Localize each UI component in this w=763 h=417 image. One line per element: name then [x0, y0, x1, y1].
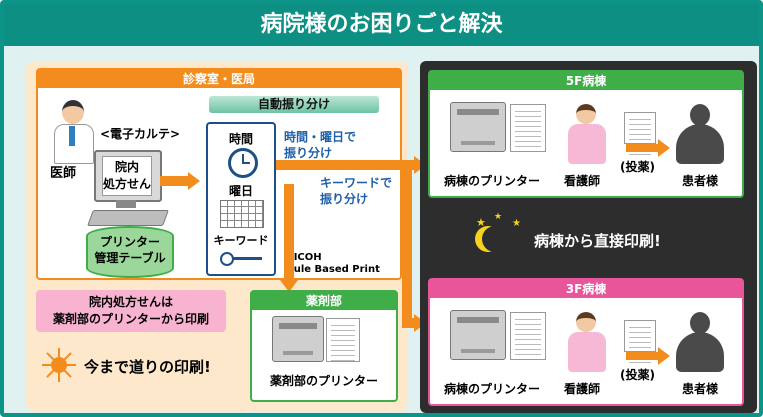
calendar-icon [220, 200, 264, 228]
ward-3f-document-icon [510, 312, 546, 360]
rule-keyword-label-2: 振り分け [320, 192, 369, 206]
ward-3f-patient-icon [676, 332, 724, 372]
rule-keyword-label-1: キーワードで [320, 176, 393, 190]
arrow-router-to-3f [402, 318, 416, 328]
ward-3f-printer-label: 病棟のプリンター [444, 382, 541, 396]
ward-5f-patient-icon [676, 124, 724, 164]
printer-table-database: プリンター 管理テーブル [86, 226, 174, 278]
db-label-1: プリンター [99, 235, 160, 249]
ward-5f-medicine-icon [624, 112, 656, 144]
doctor-figure [52, 100, 94, 164]
clock-icon [228, 148, 258, 178]
auto-routing-header: 自動振り分け [209, 96, 379, 113]
ward-5f-nurse-label: 看護師 [564, 174, 601, 188]
pharmacy-printer-icon [272, 316, 324, 362]
ward-3f-nurse-head [576, 312, 596, 332]
arrow-pc-to-router [160, 176, 190, 186]
ward-5f-box: 5F病棟 病棟のプリンター 看護師 (投薬) 患者様 [428, 70, 744, 198]
ward-5f-patient-head [690, 104, 710, 126]
direct-print-text: 病棟から直接印刷! [534, 232, 661, 250]
prescription-note: 院内処方せんは 薬剤部のプリンターから印刷 [36, 290, 226, 332]
doctor-label: 医師 [50, 166, 77, 181]
rule-time-label-1: 時間・曜日で [284, 130, 357, 144]
pc-stand [116, 200, 136, 208]
product-name-2: Rule Based Print [286, 264, 380, 275]
ward-3f-arrow-head [658, 347, 670, 365]
ward-5f-nurse-head [576, 104, 596, 124]
ward-5f-action-label: (投薬) [620, 160, 655, 174]
ward-5f-arrow-head [658, 139, 670, 157]
ward-3f-action-label: (投薬) [620, 368, 655, 382]
time-label: 時間 [228, 132, 253, 146]
ward-3f-patient-head [690, 312, 710, 334]
pharmacy-header: 薬剤部 [252, 292, 396, 310]
moon-stars-icon: ★ ★ ★ [474, 212, 524, 256]
ward-3f-box: 3F病棟 病棟のプリンター 看護師 (投薬) 患者様 [428, 278, 744, 406]
sun-icon [42, 348, 76, 382]
ward-3f-nurse-icon [568, 332, 606, 372]
prescription-document: 院内 処方せん [102, 156, 152, 196]
ward-3f-header: 3F病棟 [430, 280, 742, 298]
ward-5f-printer-label: 病棟のプリンター [444, 174, 541, 188]
pharmacy-printer-label: 薬剤部のプリンター [269, 374, 378, 388]
db-label-2: 管理テーブル [94, 251, 166, 265]
ward-3f-patient-label: 患者様 [682, 382, 719, 396]
keyword-label: キーワード [213, 234, 269, 247]
prescription-label-2: 処方せん [103, 177, 152, 191]
ward-3f-medicine-icon [624, 320, 656, 352]
ehr-label: <電子カルテ> [100, 127, 181, 141]
note-line-2: 薬剤部のプリンターから印刷 [52, 312, 209, 326]
day-label: 曜日 [228, 184, 253, 198]
ward-5f-header: 5F病棟 [430, 72, 742, 90]
ward-5f-nurse-icon [568, 124, 606, 164]
ward-5f-document-icon [510, 104, 546, 152]
keyboard [87, 210, 169, 226]
rule-time-label-2: 振り分け [284, 146, 333, 160]
prescription-label-1: 院内 [114, 160, 139, 174]
product-name-1: RICOH [286, 252, 322, 263]
arrow-router-to-5f [276, 160, 416, 170]
slogan-text: 今まで道りの印刷! [84, 358, 211, 376]
ward-5f-printer-icon [450, 102, 506, 152]
arrow-router-to-pharmacy [284, 184, 294, 282]
ward-5f-arrow [626, 144, 660, 152]
pharmacy-box: 薬剤部 薬剤部のプリンター [250, 290, 398, 402]
page-title: 病院様のお困りごと解決 [4, 4, 759, 46]
ward-3f-nurse-label: 看護師 [564, 382, 601, 396]
ward-5f-patient-label: 患者様 [682, 174, 719, 188]
ward-3f-printer-icon [450, 310, 506, 360]
arrow-router-to-pharmacy-head [280, 280, 298, 292]
arrow-router-to-3f-vertical [402, 160, 412, 328]
note-line-1: 院内処方せんは [88, 295, 173, 309]
consult-room-header: 診察室・医局 [38, 70, 400, 88]
pharmacy-document-icon [326, 318, 360, 362]
router-device: 時間 曜日 キーワード [206, 122, 276, 276]
arrow-pc-to-router-head [188, 172, 200, 190]
key-icon [220, 252, 264, 266]
ward-3f-arrow [626, 352, 660, 360]
